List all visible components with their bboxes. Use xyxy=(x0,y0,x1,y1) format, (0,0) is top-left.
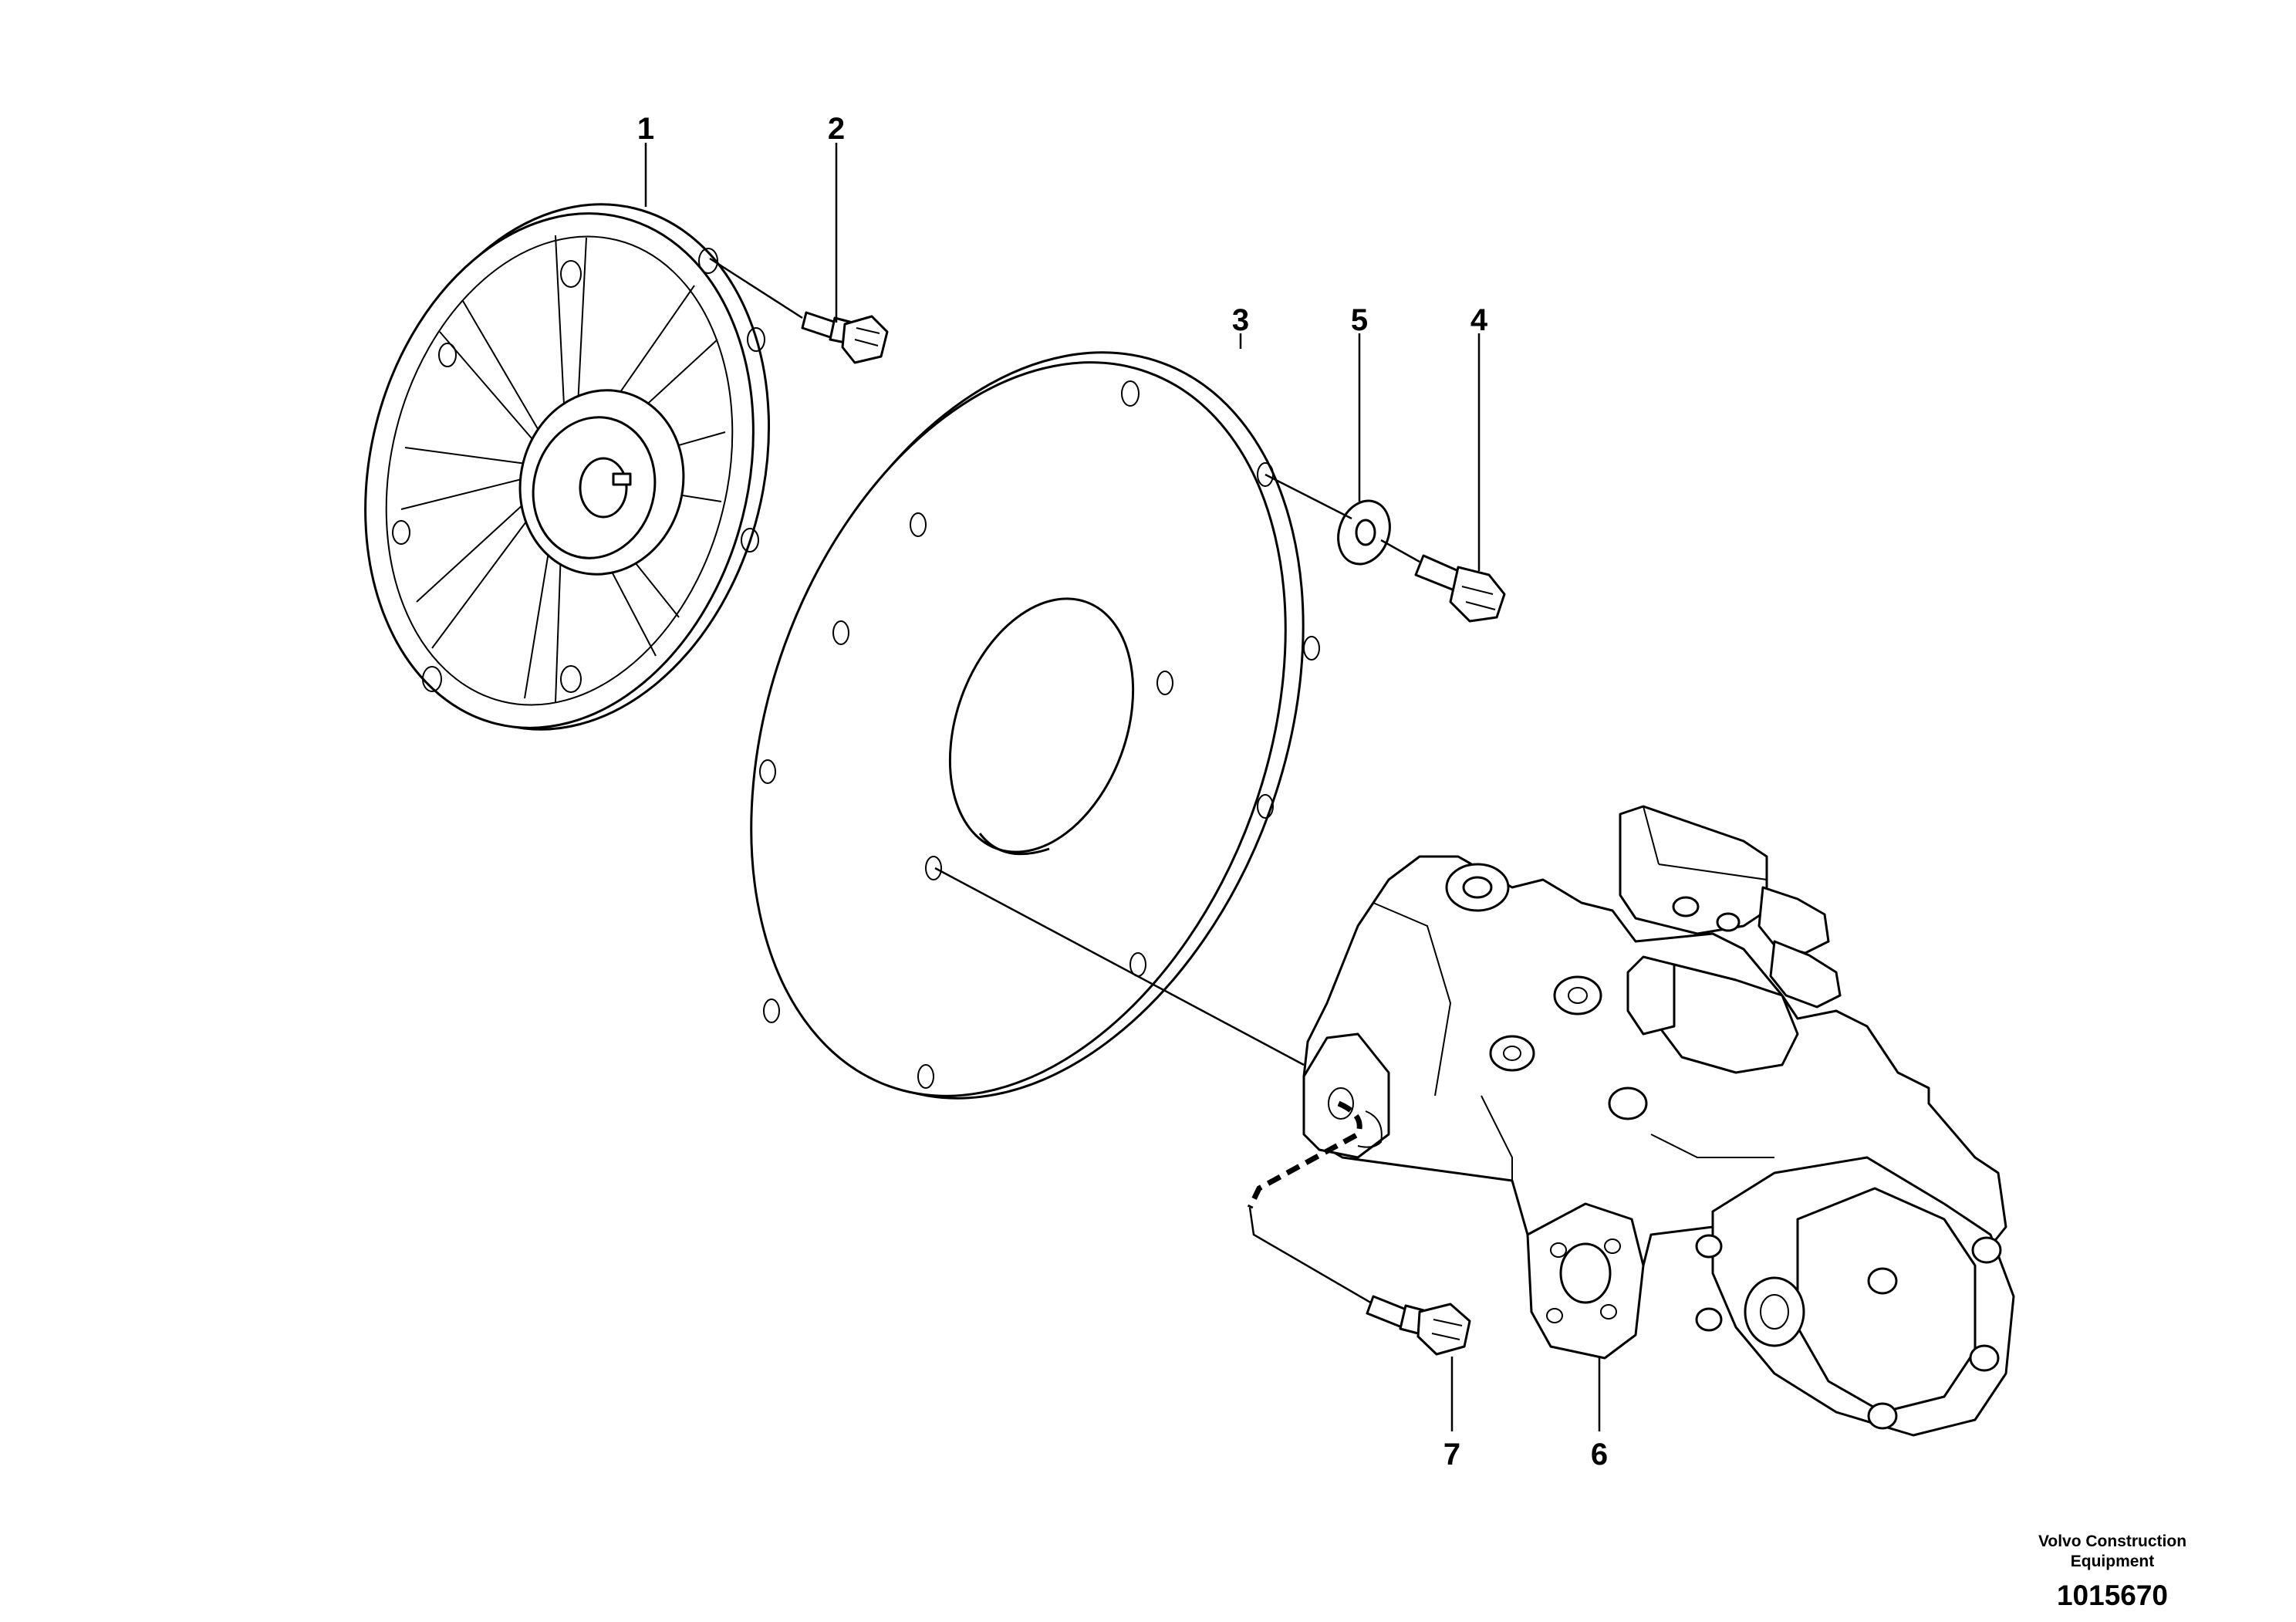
callout-leaders xyxy=(644,143,1601,1431)
part-3-flywheel-plate xyxy=(750,351,1320,1100)
part-5-washer xyxy=(1264,473,1420,566)
brand-line-1: Volvo Construction xyxy=(2038,1532,2186,1550)
part-6-hydraulic-pump xyxy=(1302,805,2015,1437)
part-7-mounting-bolt xyxy=(1247,1100,1471,1356)
callout-1: 1 xyxy=(637,112,654,146)
callout-3: 3 xyxy=(1232,303,1249,337)
callout-4: 4 xyxy=(1470,303,1488,337)
part-4-hex-bolt xyxy=(1414,554,1506,623)
footer: Volvo Construction Equipment 1015670 xyxy=(2038,1532,2186,1611)
callout-2: 2 xyxy=(828,112,845,146)
callout-6: 6 xyxy=(1591,1438,1608,1472)
part-2-flange-screw xyxy=(709,257,889,364)
document-number: 1015670 xyxy=(2057,1580,2168,1611)
part-1-coupling-flange xyxy=(364,203,771,731)
callout-5: 5 xyxy=(1351,303,1368,337)
callout-7: 7 xyxy=(1443,1438,1460,1472)
brand-line-2: Equipment xyxy=(2071,1553,2155,1570)
callout-labels: 1 2 3 4 5 6 7 xyxy=(637,112,1608,1472)
